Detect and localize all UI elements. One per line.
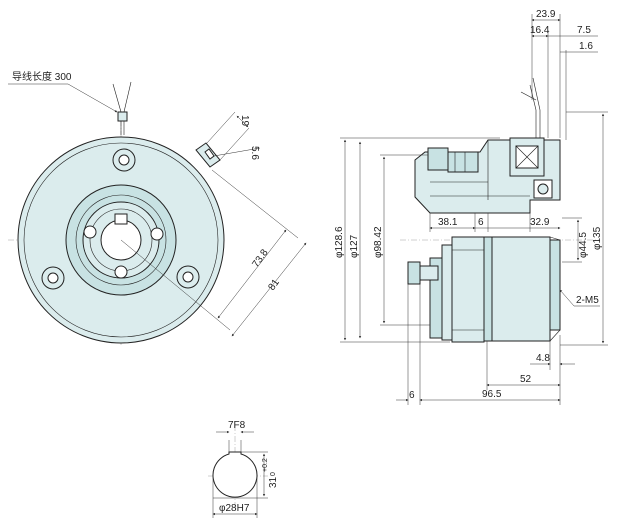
dim-738-label: 73.8 <box>250 247 270 270</box>
dim-1286-label: φ128.6 <box>334 226 345 258</box>
dim-239-label: 23.9 <box>536 9 556 20</box>
bore-diameter-label: φ28H7 <box>219 503 250 514</box>
dim-81-label: 81 <box>266 277 282 293</box>
dim-52-label: 52 <box>520 374 532 385</box>
dim-16-label: 1.6 <box>579 41 593 52</box>
dim-127-label: φ127 <box>349 234 360 258</box>
dim-965-label: 96.5 <box>482 389 502 400</box>
dim-445-label: φ44.5 <box>578 232 589 258</box>
hub-holes <box>83 225 164 279</box>
dim-48-label: 4.8 <box>536 353 550 364</box>
dim-75-label: 7.5 <box>577 25 591 36</box>
dim-381-label: 38.1 <box>438 217 458 228</box>
lead-wire-length-label: 导线长度 300 <box>12 70 72 83</box>
key-height-label: 31 <box>268 476 279 488</box>
magnet-body <box>486 236 551 342</box>
bore-detail: 7F8 31 +0.2 0 φ28H7 <box>208 420 279 518</box>
front-view: 导线长度 300 19 5.6 73.8 81 <box>8 70 307 345</box>
dim-6-top-label: 6 <box>478 217 484 228</box>
key-width-label: 7F8 <box>228 420 246 431</box>
hub-bolt <box>427 147 479 173</box>
mounting-bolt <box>41 148 200 290</box>
dim-9842-label: φ98.42 <box>373 226 384 258</box>
lead-wire <box>112 81 132 135</box>
side-view: 23.9 16.4 7.5 1.6 38.1 6 32.9 φ128.6 φ12… <box>334 9 608 405</box>
terminal-lug <box>195 142 221 168</box>
bore-outline <box>212 451 258 498</box>
dim-19-label: 19 <box>239 115 250 127</box>
keyway <box>114 213 128 225</box>
dim-329-label: 32.9 <box>530 217 550 228</box>
dim-135-label: φ135 <box>592 226 603 250</box>
key-tolerance-upper: +0.2 <box>262 458 269 472</box>
lower-set-screw <box>407 261 421 285</box>
dim-164-label: 16.4 <box>530 25 550 36</box>
key-tolerance-lower: 0 <box>270 472 277 476</box>
dim-6-bot-label: 6 <box>409 390 415 401</box>
dim-56-label: 5.6 <box>249 146 260 160</box>
terminal-box <box>509 137 545 177</box>
dim-m5-label: 2-M5 <box>576 295 599 306</box>
